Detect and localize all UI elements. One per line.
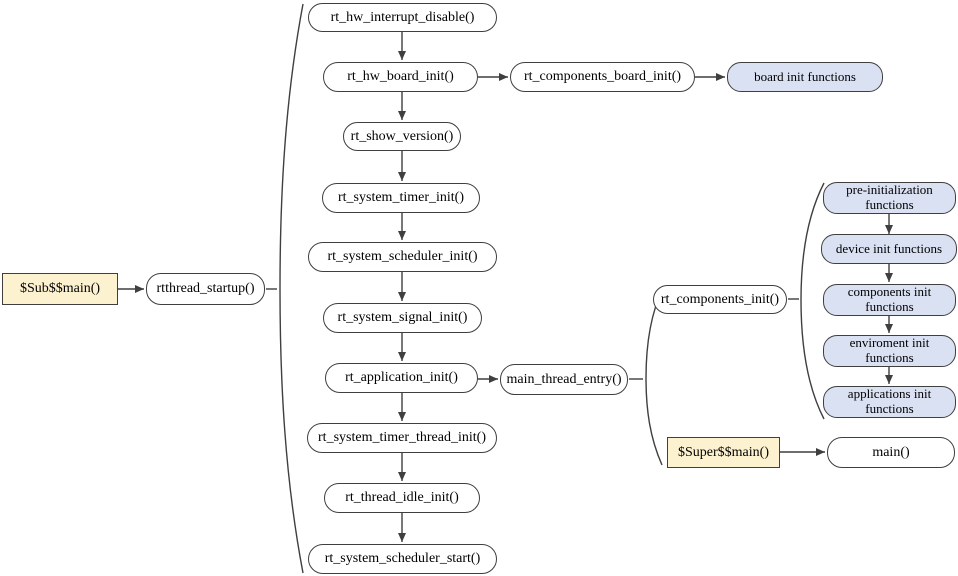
node-board-init-functions: board init functions <box>727 62 883 92</box>
node-environment-init-functions: enviroment init functions <box>823 335 956 367</box>
node-rt-system-signal-init: rt_system_signal_init() <box>323 303 482 333</box>
node-rt-system-timer-thread-init: rt_system_timer_thread_init() <box>307 423 497 453</box>
node-main: main() <box>827 437 955 468</box>
node-rt-hw-board-init: rt_hw_board_init() <box>323 62 478 92</box>
node-rt-application-init: rt_application_init() <box>325 363 478 393</box>
node-components-init-functions: components init functions <box>823 284 956 316</box>
node-rtthread-startup: rtthread_startup() <box>146 273 265 305</box>
node-rt-system-scheduler-init: rt_system_scheduler_init() <box>308 242 497 272</box>
node-rt-system-timer-init: rt_system_timer_init() <box>322 183 480 213</box>
node-rt-show-version: rt_show_version() <box>343 122 461 151</box>
brace-components-init-group <box>800 182 825 420</box>
node-rt-system-scheduler-start: rt_system_scheduler_start() <box>308 544 497 574</box>
node-rt-components-init: rt_components_init() <box>653 285 787 314</box>
node-super-main: $Super$$main() <box>667 437 780 468</box>
node-main-thread-entry: main_thread_entry() <box>500 364 628 395</box>
node-rt-components-board-init: rt_components_board_init() <box>510 62 695 92</box>
brace-startup-group <box>279 3 304 574</box>
node-rt-hw-interrupt-disable: rt_hw_interrupt_disable() <box>308 3 497 32</box>
node-rt-thread-idle-init: rt_thread_idle_init() <box>324 483 480 513</box>
node-sub-main: $Sub$$main() <box>2 273 118 305</box>
node-pre-initialization-functions: pre-initialization functions <box>823 182 956 214</box>
node-applications-init-functions: applications init functions <box>823 386 956 418</box>
brace-main-thread-group <box>645 287 664 466</box>
node-device-init-functions: device init functions <box>821 234 957 264</box>
